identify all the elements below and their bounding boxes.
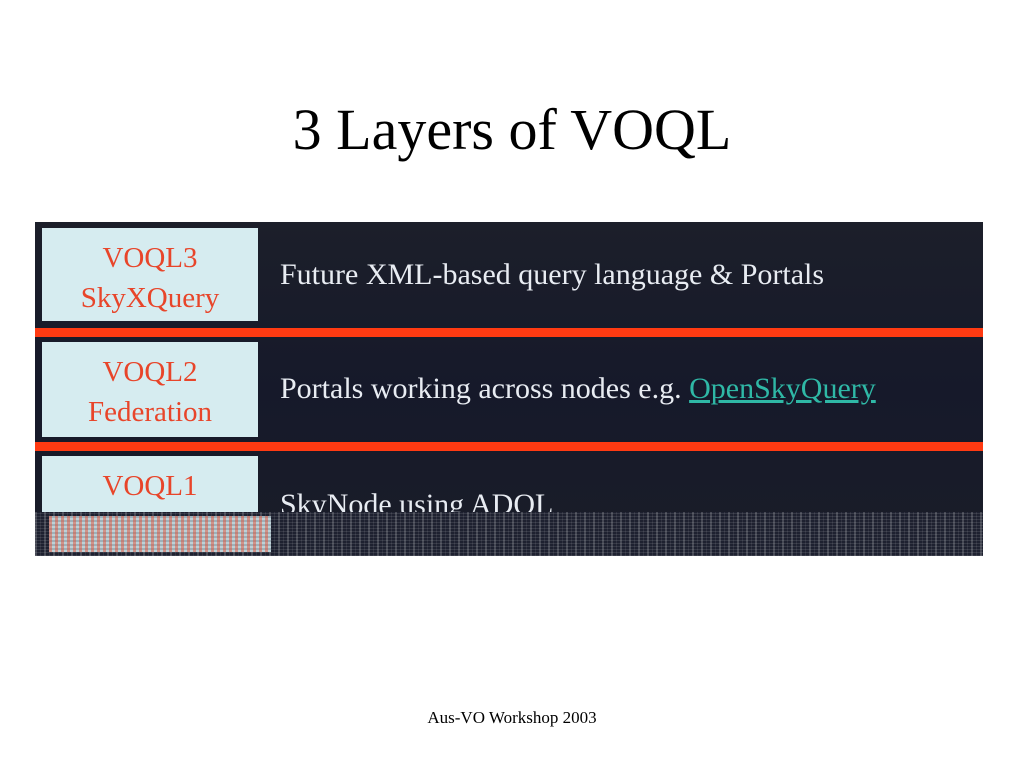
layer-subname: Federation <box>87 396 212 428</box>
layer-name: VOQL2 <box>102 356 198 388</box>
layer-voql1: VOQL1 SkyNode using ADQL <box>35 456 983 556</box>
layer-label-voql1: VOQL1 <box>42 456 258 516</box>
slide-title: 3 Layers of VOQL <box>292 97 732 162</box>
layer-description-text: Portals working across nodes e.g. <box>280 372 690 405</box>
slide-footer: Aus-VO Workshop 2003 <box>427 708 597 727</box>
layer-label-voql3: VOQL3 SkyXQuery <box>42 228 258 321</box>
layer-subname: SkyXQuery <box>80 282 220 314</box>
layer-description: Portals working across nodes e.g. OpenSk… <box>280 372 876 406</box>
layer-name: VOQL1 <box>102 470 198 502</box>
layer-voql2: VOQL2 Federation Portals working across … <box>35 342 983 438</box>
layer-voql3: VOQL3 SkyXQuery Future XML-based query l… <box>35 228 983 324</box>
layer-separator <box>35 442 983 451</box>
openskyquery-link[interactable]: OpenSkyQuery <box>689 372 876 405</box>
layer-label-voql2: VOQL2 Federation <box>42 342 258 437</box>
image-artifact-label <box>49 516 271 552</box>
layer-description: Future XML-based query language & Portal… <box>280 258 825 291</box>
layer-name: VOQL3 <box>102 242 198 274</box>
layer-separator <box>35 328 983 337</box>
voql-layers-diagram: VOQL3 SkyXQuery Future XML-based query l… <box>35 222 983 556</box>
